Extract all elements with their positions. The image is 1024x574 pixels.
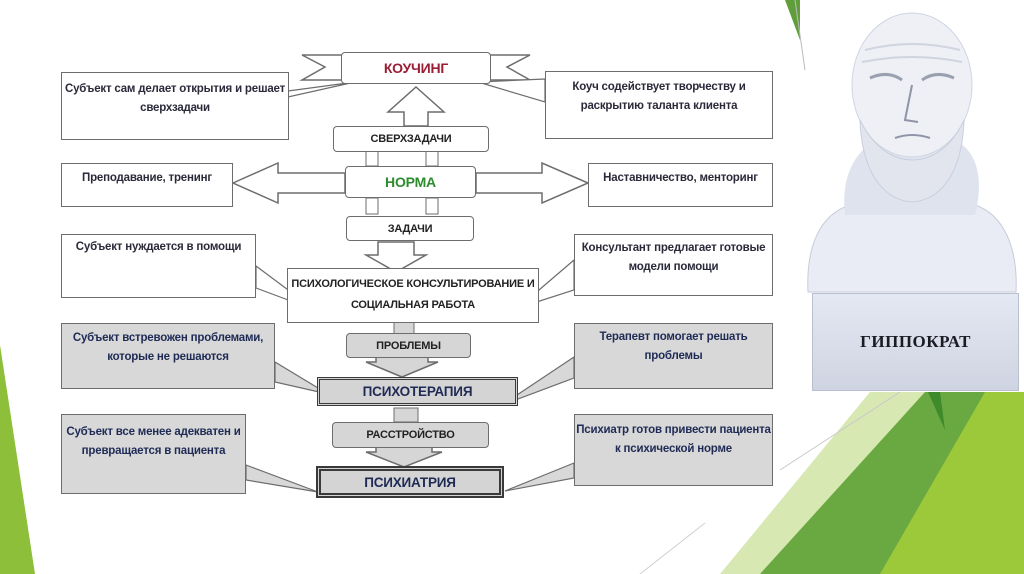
left-callout-2: Преподавание, тренинг: [61, 163, 233, 207]
psychiatry-label: ПСИХИАТРИЯ: [364, 474, 456, 490]
arrow-down-counseling: [363, 241, 429, 273]
right-callout-4-line-2: проблемы: [644, 350, 703, 362]
right-callout-2-line-1: Наставничество, менторинг: [603, 172, 758, 184]
bottom-green-streak: [928, 392, 945, 430]
right-callout-3: Консультант предлагает готовые модели по…: [574, 234, 773, 296]
callout-pointer-left-5: [245, 464, 319, 493]
counseling-line-1: ПСИХОЛОГИЧЕСКОЕ КОНСУЛЬТИРОВАНИЕ И: [291, 278, 535, 290]
right-callout-2: Наставничество, менторинг: [588, 163, 773, 207]
right-callout-5-line-1: Психиатр готов привести пациента: [576, 424, 771, 436]
right-callout-5-line-2: к психической норме: [615, 443, 732, 455]
tasks-label: ЗАДАЧИ: [387, 222, 433, 235]
bust-caption: ГИППОКРАТ: [860, 332, 971, 351]
callout-pointer-right-5: [504, 462, 575, 492]
coaching-box: КОУЧИНГ: [341, 52, 491, 84]
arrow-left-teaching: [231, 161, 346, 205]
psychotherapy-box: ПСИХОТЕРАПИЯ: [317, 377, 518, 406]
right-callout-4-line-1: Терапевт помогает решать: [599, 331, 748, 343]
disorder-box: РАССТРОЙСТВО: [332, 422, 489, 448]
right-callout-3-line-1: Консультант предлагает готовые: [581, 242, 766, 254]
left-green-accent: [0, 345, 35, 574]
right-callout-1: Коуч содействует творчеству и раскрытию …: [545, 71, 773, 139]
bottom-green-light: [880, 392, 1024, 574]
ribbon-left-tail: [299, 54, 343, 81]
left-callout-4-line-2: которые не решаются: [107, 351, 229, 363]
tasks-box: ЗАДАЧИ: [346, 216, 474, 241]
counseling-box: ПСИХОЛОГИЧЕСКОЕ КОНСУЛЬТИРОВАНИЕ И СОЦИА…: [287, 268, 539, 323]
psychiatry-box: ПСИХИАТРИЯ: [316, 466, 504, 498]
supertasks-label: СВЕРХЗАДАЧИ: [370, 133, 452, 145]
decor-line: [639, 522, 706, 574]
problems-label: ПРОБЛЕМЫ: [376, 339, 441, 352]
callout-pointer-left-1: [287, 81, 356, 98]
supertasks-box: СВЕРХЗАДАЧИ: [333, 126, 489, 152]
left-callout-4: Субъект встревожен проблемами, которые н…: [61, 323, 275, 389]
left-callout-5-line-1: Субъект все менее адекватен и: [66, 426, 241, 438]
arrow-up-coaching: [386, 85, 446, 127]
right-callout-5: Психиатр готов привести пациента к психи…: [574, 414, 773, 486]
decor-line: [794, 0, 806, 71]
ribbon-right-tail: [489, 54, 533, 81]
bust-plaque: ГИППОКРАТ: [812, 293, 1019, 391]
right-callout-1-line-1: Коуч содействует творчеству и: [572, 81, 746, 93]
left-callout-4-line-1: Субъект встревожен проблемами,: [72, 332, 264, 344]
left-callout-5-line-2: превращается в пациента: [81, 445, 226, 457]
counseling-line-2: СОЦИАЛЬНАЯ РАБОТА: [350, 299, 476, 311]
right-callout-4: Терапевт помогает решать проблемы: [574, 323, 773, 389]
right-callout-3-line-2: модели помощи: [628, 261, 719, 273]
right-callout-1-line-2: раскрытию таланта клиента: [580, 100, 738, 112]
problems-box: ПРОБЛЕМЫ: [346, 333, 471, 358]
callout-pointer-left-4: [274, 360, 329, 395]
decor-line: [779, 391, 901, 471]
left-callout-2-line-1: Преподавание, тренинг: [82, 172, 212, 184]
arrow-right-mentoring: [475, 161, 590, 205]
coaching-label: КОУЧИНГ: [383, 60, 449, 76]
left-callout-1-line-2: сверхзадачи: [140, 102, 210, 114]
left-callout-3-line-1: Субъект нуждается в помощи: [75, 241, 242, 253]
left-callout-1-line-1: Субъект сам делает открытия и решает: [64, 83, 286, 95]
disorder-label: РАССТРОЙСТВО: [366, 429, 455, 441]
norm-label: НОРМА: [385, 174, 436, 190]
left-callout-5: Субъект все менее адекватен и превращает…: [61, 414, 246, 494]
hippocrates-bust: [807, 12, 1017, 293]
arrow-down-psychotherapy: [365, 356, 439, 378]
psychotherapy-label: ПСИХОТЕРАПИЯ: [362, 384, 473, 399]
arrow-down-psychiatry: [365, 446, 443, 468]
norm-box: НОРМА: [345, 166, 476, 198]
left-callout-3: Субъект нуждается в помощи: [61, 234, 256, 298]
left-callout-1: Субъект сам делает открытия и решает све…: [61, 72, 289, 140]
